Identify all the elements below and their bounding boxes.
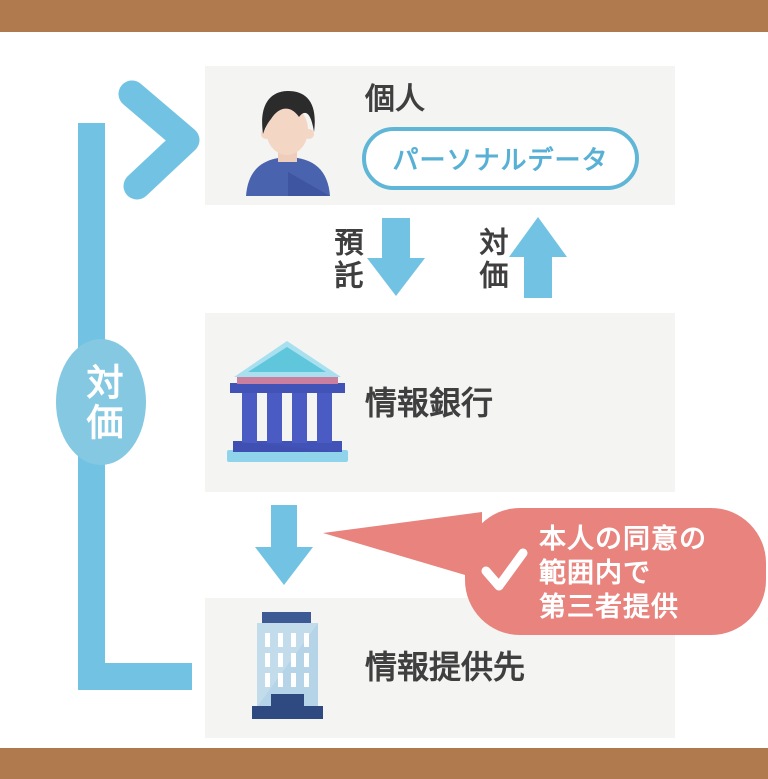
office-building-icon xyxy=(252,612,323,719)
deposit-arrow-label: 預託 xyxy=(330,227,362,293)
bubble-line-2: 範囲内で xyxy=(539,558,651,588)
info-bank-title: 情報銀行 xyxy=(365,385,494,421)
checkmark-icon xyxy=(481,548,528,591)
info-recipient-title: 情報提供先 xyxy=(365,649,526,685)
bubble-line-1: 本人の同意の xyxy=(539,524,707,554)
personal-data-pill-label: パーソナルデータ xyxy=(392,145,609,175)
provide-arrow-down-icon xyxy=(255,505,313,585)
third-party-consent-bubble xyxy=(465,508,766,635)
bank-icon xyxy=(227,341,348,462)
loop-arrow-label: 対価 xyxy=(81,363,122,443)
compensation-badge xyxy=(56,339,146,465)
compensation-loop-arrow xyxy=(56,80,200,690)
personal-data-pill: パーソナルデータ xyxy=(362,127,639,190)
top-frame-bar xyxy=(0,0,768,32)
deposit-arrow-down-icon xyxy=(367,218,425,296)
bubble-line-3: 第三者提供 xyxy=(539,592,679,622)
compensation-arrow-label: 対価 xyxy=(475,227,507,293)
third-party-consent-text: 本人の同意の 範囲内で 第三者提供 xyxy=(539,522,707,624)
compensation-arrow-up-icon xyxy=(509,217,567,298)
individual-title: 個人 xyxy=(365,83,425,116)
info-bank-card xyxy=(205,313,675,492)
person-icon xyxy=(246,91,330,196)
bottom-frame-bar xyxy=(0,748,768,779)
